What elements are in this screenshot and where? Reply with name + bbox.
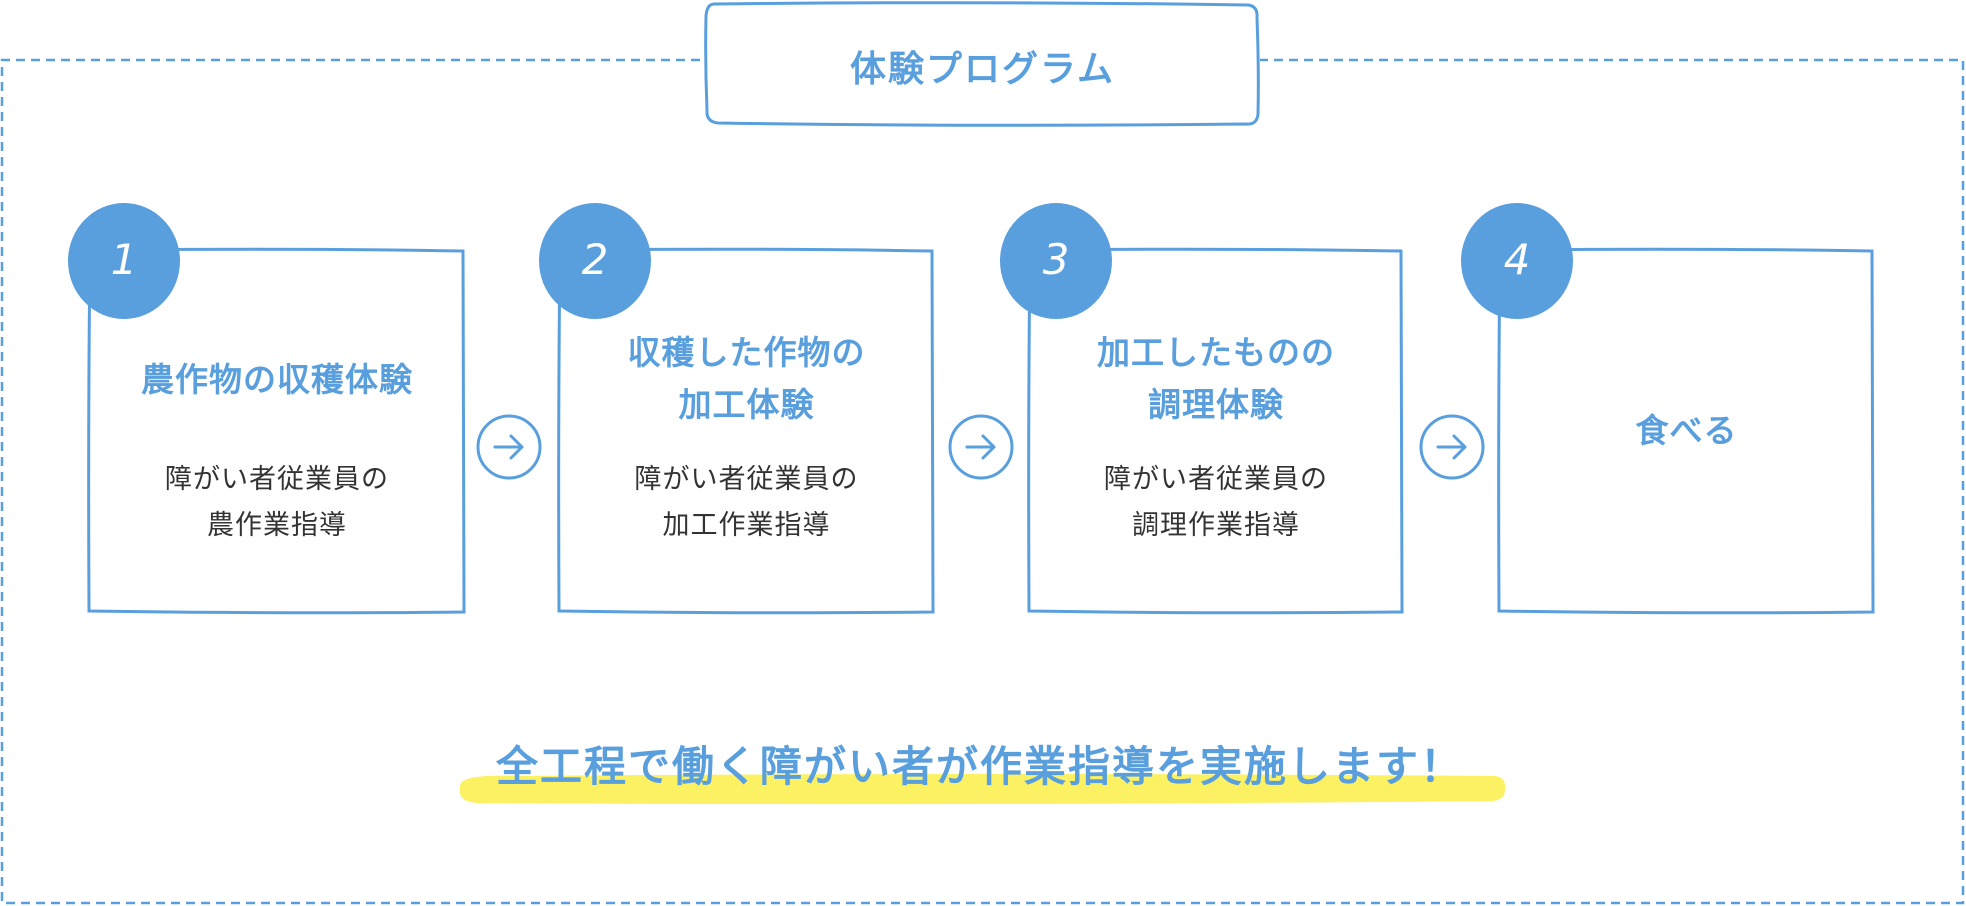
step-description: 障がい者従業員の 加工作業指導 xyxy=(560,457,933,549)
card-frame xyxy=(1497,247,1875,615)
title-box xyxy=(704,1,1260,127)
page-title: 体験プログラム xyxy=(850,49,1115,90)
step-card-1 xyxy=(68,203,466,615)
step-card-3 xyxy=(1000,203,1404,615)
card-frame xyxy=(557,247,935,615)
highlight-marker xyxy=(459,774,1506,805)
step-title-line: 収穫した作物の xyxy=(627,333,866,372)
step-title-line: 加工体験 xyxy=(678,385,815,424)
step-title: 収穫した作物の 加工体験 xyxy=(560,327,933,431)
outer-dashed-frame xyxy=(0,58,1965,905)
step-title: 食べる xyxy=(1500,405,1873,457)
step-description: 障がい者従業員の 農作業指導 xyxy=(90,457,464,549)
step-badge-circle xyxy=(1461,203,1573,319)
card-frame xyxy=(87,247,466,615)
footer-message: 全工程で働く障がい者が作業指導を実施します！ xyxy=(495,742,1464,791)
step-badge-circle xyxy=(1000,203,1112,319)
step-title: 加工したものの 調理体験 xyxy=(1030,327,1402,431)
step-title-line: 農作物の収穫体験 xyxy=(141,360,413,399)
step-description: 障がい者従業員の 調理作業指導 xyxy=(1030,457,1402,549)
step-card-4 xyxy=(1461,203,1875,615)
step-description-line: 障がい者従業員の xyxy=(1104,464,1328,495)
step-number: 2 xyxy=(581,235,609,284)
step-title-line: 加工したものの xyxy=(1097,333,1335,372)
arrow-right-icon xyxy=(948,414,1014,480)
step-title: 農作物の収穫体験 xyxy=(90,354,464,406)
step-badge-circle xyxy=(68,203,180,319)
step-number: 4 xyxy=(1503,235,1531,284)
step-card-2 xyxy=(539,203,935,615)
arrow-right-icon xyxy=(1419,414,1485,480)
card-frame xyxy=(1027,247,1404,615)
step-title-line: 調理体験 xyxy=(1148,385,1284,424)
step-number: 3 xyxy=(1042,235,1070,284)
step-description-line: 障がい者従業員の xyxy=(165,464,389,495)
step-badge-circle xyxy=(539,203,651,319)
step-title-line: 食べる xyxy=(1635,411,1738,450)
step-description-line: 農作業指導 xyxy=(207,510,347,541)
step-description-line: 加工作業指導 xyxy=(662,510,831,541)
step-description-line: 調理作業指導 xyxy=(1132,510,1300,541)
step-number: 1 xyxy=(110,235,138,284)
step-description-line: 障がい者従業員の xyxy=(634,464,859,495)
arrow-right-icon xyxy=(476,414,542,480)
